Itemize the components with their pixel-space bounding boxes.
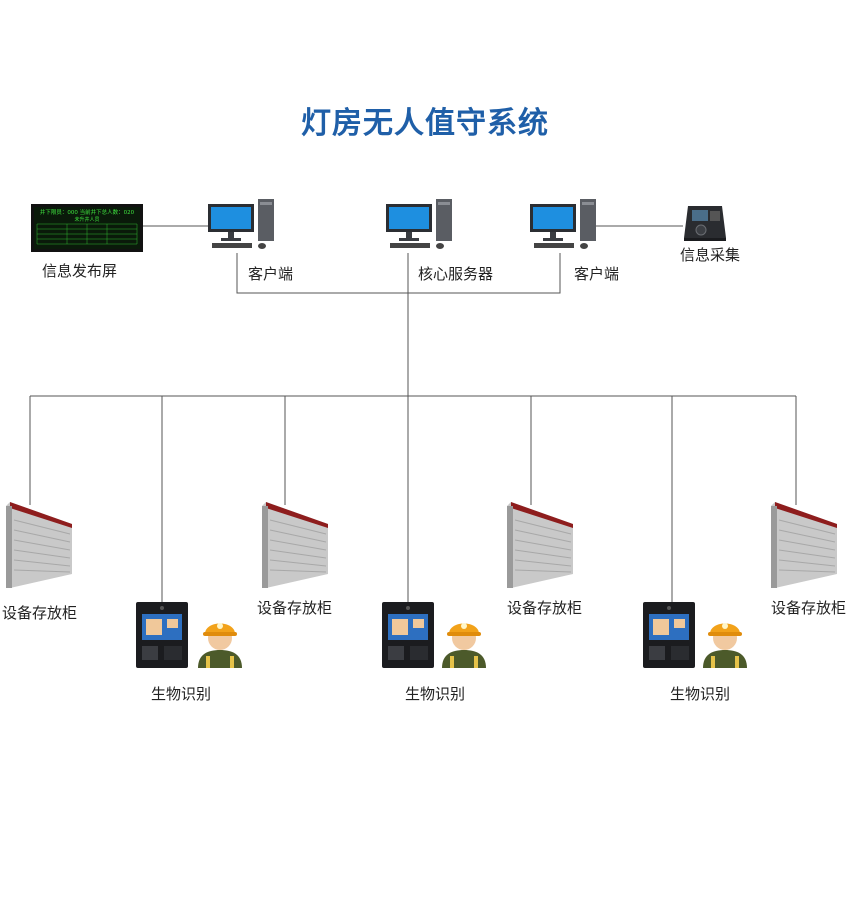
fingerprint-scanner-icon: [682, 204, 728, 242]
face-recognition-terminal-icon: [643, 602, 695, 668]
server-icon: [386, 196, 456, 252]
face-recognition-terminal-icon: [136, 602, 188, 668]
miner-icon: [697, 612, 753, 668]
equipment-cabinet-icon: [262, 502, 330, 588]
label-cabinet-2: 设备存放柜: [257, 597, 332, 618]
miner-icon: [436, 612, 492, 668]
equipment-cabinet-icon: [507, 502, 575, 588]
equipment-cabinet-icon: [771, 502, 839, 588]
label-biometric-2: 生物识别: [405, 683, 465, 704]
label-cabinet-3: 设备存放柜: [507, 597, 582, 618]
label-cabinet-4: 设备存放柜: [771, 597, 846, 618]
label-info-collect: 信息采集: [680, 244, 740, 265]
label-cabinet-1: 设备存放柜: [2, 602, 77, 623]
led-display-icon: 井下限员：000 当前井下总人数：020 未升井人员: [31, 204, 143, 252]
face-recognition-terminal-icon: [382, 602, 434, 668]
computer-icon: [530, 196, 600, 252]
label-biometric-1: 生物识别: [151, 683, 211, 704]
label-core-server: 核心服务器: [418, 263, 493, 284]
equipment-cabinet-icon: [6, 502, 74, 588]
led-subheader-text: 未升井人员: [74, 216, 99, 223]
label-biometric-3: 生物识别: [670, 683, 730, 704]
computer-icon: [208, 196, 278, 252]
label-info-screen: 信息发布屏: [42, 260, 117, 281]
miner-icon: [192, 612, 248, 668]
label-client-right: 客户端: [574, 263, 619, 284]
led-header-text: 井下限员：000 当前井下总人数：020: [40, 208, 135, 216]
label-client-left: 客户端: [248, 263, 293, 284]
